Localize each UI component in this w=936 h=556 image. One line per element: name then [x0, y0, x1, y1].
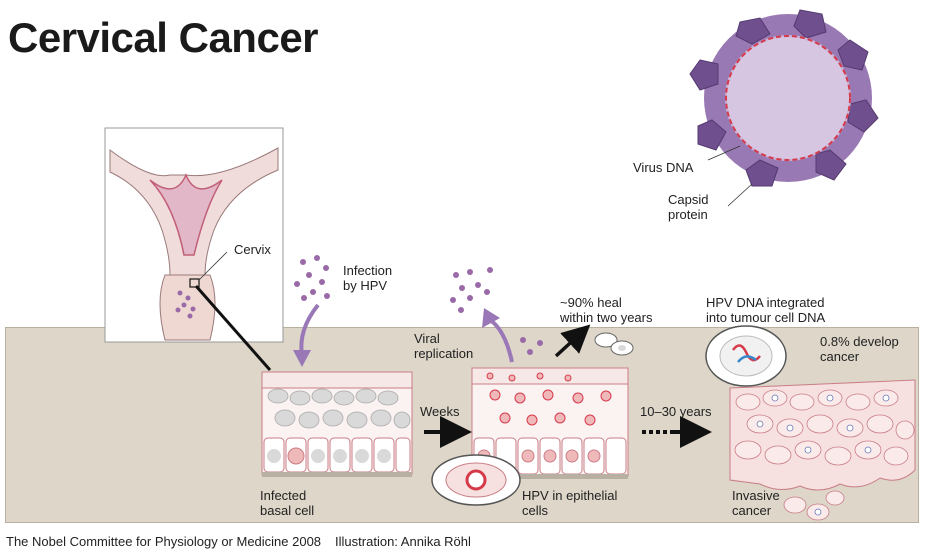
label-weeks: Weeks	[420, 404, 460, 419]
footer-committee: The Nobel Committee for Physiology or Me…	[6, 534, 322, 549]
infection-arrow	[299, 303, 320, 356]
label-virus-dna: Virus DNA	[633, 160, 694, 175]
footer-credits: The Nobel Committee for Physiology or Me…	[6, 534, 485, 549]
hpv-virus-particle	[689, 9, 879, 207]
replication-arrow	[488, 318, 514, 363]
tissue-block-infected	[261, 371, 413, 477]
replication-particles	[450, 267, 543, 355]
label-cervix: Cervix	[234, 242, 271, 257]
label-years: 10–30 years	[640, 404, 712, 419]
page-title: Cervical Cancer	[8, 14, 319, 61]
zoomed-epithelial-cell	[431, 454, 521, 506]
invasive-cancer-tissue	[729, 379, 916, 521]
infection-particles	[294, 255, 330, 301]
tumour-cell-zoom	[705, 325, 787, 387]
footer-illustration: Illustration: Annika Röhl	[335, 534, 471, 549]
heal-indicator	[554, 324, 634, 358]
uterus-inset	[104, 127, 284, 371]
